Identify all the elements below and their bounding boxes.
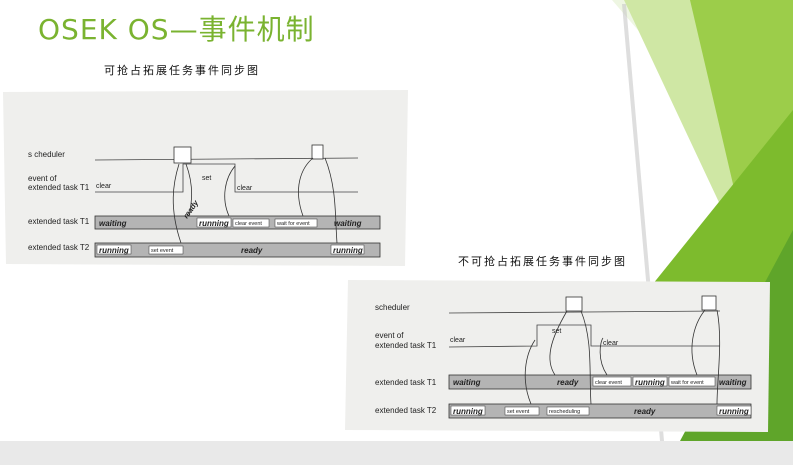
- scheduler-box-1: [173, 146, 192, 164]
- t2-running: running: [99, 246, 129, 255]
- t1-running: running: [199, 219, 229, 228]
- event-label-line1: event of: [28, 174, 57, 183]
- set-label: set: [202, 175, 211, 182]
- t2-label: extended task T2: [375, 406, 437, 415]
- t1-wait-for-event-box: [274, 218, 318, 228]
- t2-set-event-box: [504, 406, 540, 416]
- photo-background: [345, 280, 770, 432]
- scheduler-label: scheduler: [375, 303, 410, 312]
- transition-arrows: [524, 309, 721, 405]
- clear-label-1: clear: [450, 337, 466, 344]
- t2-running: running: [453, 407, 483, 416]
- t1-wait-for-event-box: [668, 376, 716, 387]
- t1-wait-for-event: wait for event: [276, 221, 310, 227]
- scheduler-box-2: [311, 144, 324, 160]
- preemptable-caption: 可抢占拓展任务事件同步图: [104, 64, 260, 77]
- slide-title: OSEK OS—事件机制: [38, 13, 315, 46]
- t1-label: extended task T1: [28, 217, 90, 226]
- event-label-line2: extended task T1: [375, 341, 437, 350]
- event-timeline: [95, 163, 358, 193]
- t2-bar: [448, 403, 752, 419]
- t1-waiting: waiting: [453, 378, 481, 387]
- t1-clear-event: clear event: [595, 380, 622, 386]
- bottom-bar: [0, 441, 793, 465]
- clear-label-2: clear: [237, 185, 253, 192]
- t1-clear-event-box: [232, 218, 270, 228]
- t1-label: extended task T1: [375, 378, 437, 387]
- t2-rescheduling-box: [546, 406, 590, 416]
- scheduler-box-2: [701, 295, 717, 311]
- t1-clear-event-box: [592, 376, 632, 387]
- t1-ready: ready: [557, 378, 579, 387]
- clear-label-2: clear: [603, 340, 619, 347]
- t1-waiting: waiting: [99, 219, 127, 228]
- t2-running-box: [450, 405, 486, 416]
- t2-rescheduling: rescheduling: [549, 409, 580, 415]
- event-timeline: [448, 324, 720, 348]
- clear-label-1: clear: [96, 183, 112, 190]
- scheduler-box-1: [565, 296, 583, 312]
- t1-waiting-2: waiting: [719, 378, 747, 387]
- preemptable-sync-figure: s cheduler event of extended task T1 ext…: [3, 88, 408, 273]
- t2-set-event: set event: [151, 248, 174, 254]
- t1-waiting-2: waiting: [334, 219, 362, 228]
- t2-label: extended task T2: [28, 243, 90, 252]
- t1-wait-for-event: wait for event: [670, 380, 704, 386]
- scheduler-label: s cheduler: [28, 150, 65, 159]
- event-label-line1: event of: [375, 331, 404, 340]
- t2-running-box-2: [330, 244, 365, 255]
- t2-set-event-box: [148, 245, 184, 255]
- t2-running-box: [96, 244, 132, 255]
- scheduler-timeline: [448, 310, 721, 314]
- t1-running: running: [635, 378, 665, 387]
- event-label-line2: extended task T1: [28, 183, 90, 192]
- t2-running-2: running: [719, 407, 749, 416]
- t2-set-event: set event: [507, 409, 530, 415]
- non-preemptable-sync-figure: scheduler event of extended task T1 exte…: [345, 280, 770, 437]
- t2-ready: ready: [634, 407, 656, 416]
- t2-running-box-2: [716, 405, 752, 416]
- t1-running-box: [196, 217, 232, 228]
- t2-ready: ready: [241, 246, 263, 255]
- t1-clear-event: clear event: [235, 221, 262, 227]
- t2-running-2: running: [333, 246, 363, 255]
- non-preemptable-caption: 不可抢占拓展任务事件同步图: [458, 255, 627, 268]
- transition-arrows: [172, 157, 338, 244]
- t1-running-box: [632, 376, 668, 387]
